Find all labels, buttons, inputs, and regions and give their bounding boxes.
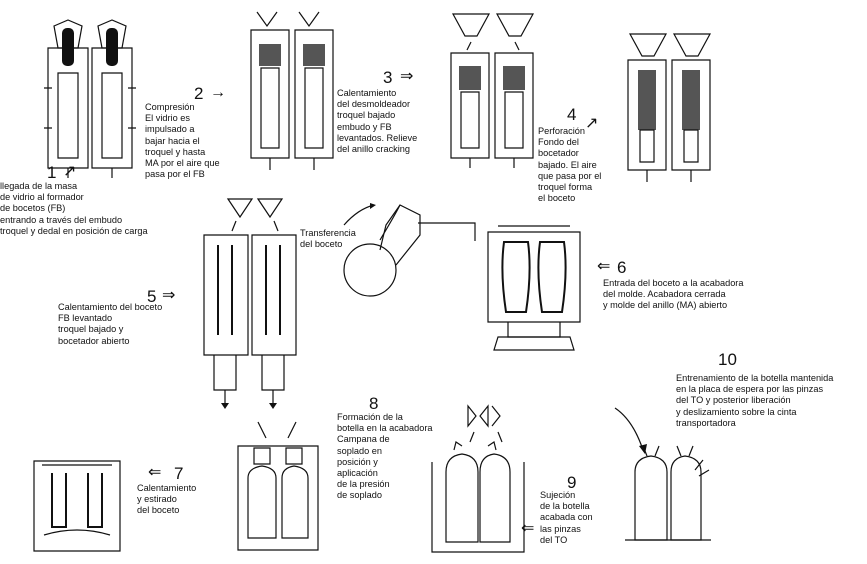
transfer-arm-illustration	[340, 195, 480, 305]
stage-2-caption: Compresión El vidrio es impulsado a baja…	[145, 102, 220, 180]
stage-3-number: 3	[383, 68, 392, 88]
stage-1-illustration	[40, 18, 140, 178]
stage-6-illustration	[478, 212, 590, 352]
stage-4-caption: Perforación Fondo del bocetador bajado. …	[538, 126, 601, 204]
stage-7-arrow: ⇐	[148, 465, 161, 481]
stage-5-caption: Calentamiento del boceto FB levantado tr…	[58, 302, 162, 347]
stage-9-illustration	[428, 402, 528, 562]
stage-9-caption: Sujeción de la botella acabada con las p…	[540, 490, 593, 546]
stage-3-caption: Calentamiento del desmoldeador troquel b…	[337, 88, 417, 155]
stage-3-arrow: ⇒	[400, 69, 413, 85]
stage-8-illustration	[228, 418, 328, 558]
stage-2-illustration	[245, 8, 340, 173]
stage-7-caption: Calentamiento y estirado del boceto	[137, 483, 196, 517]
stage-8-caption: Formación de la botella en la acabadora …	[337, 412, 433, 502]
stage-5-illustration	[200, 195, 300, 410]
stage-2-number: 2	[194, 84, 203, 104]
stage-7-number: 7	[174, 464, 183, 484]
stage-4-number: 4	[567, 105, 576, 125]
stage-5-arrow: ⇒	[162, 288, 175, 304]
stage-3-illustration	[445, 8, 540, 168]
stage-9-arrow: ⇐	[521, 521, 534, 537]
stage-2-arrow: →	[210, 85, 226, 101]
stage-7-illustration	[30, 455, 125, 555]
stage-8-number: 8	[369, 394, 378, 414]
stage-10-number: 10	[718, 350, 737, 370]
stage-1-number: 1	[47, 163, 56, 183]
stage-6-number: 6	[617, 258, 626, 278]
stage-1-caption: llegada de la masa de vidrio al formador…	[0, 181, 148, 237]
transfer-label: Transferencia del boceto	[300, 228, 356, 250]
stage-6-arrow: ⇐	[597, 259, 610, 275]
stage-10-caption: Entrenamiento de la botella mantenida en…	[676, 373, 833, 429]
stage-6-caption: Entrada del boceto a la acabadora del mo…	[603, 278, 743, 312]
stage-1-arrow: ↗	[63, 164, 76, 180]
stage-4-illustration	[622, 30, 717, 185]
